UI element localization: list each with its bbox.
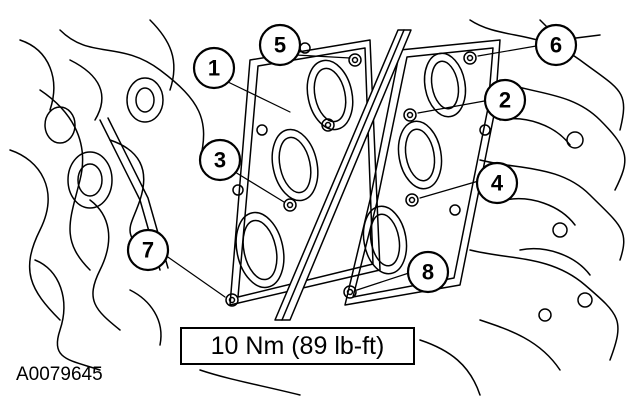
leader-lines <box>164 44 543 298</box>
callout-1-circle <box>192 46 236 90</box>
callout-2-label: 2 <box>499 88 511 113</box>
callout-6-circle <box>534 23 578 67</box>
callout-7-label: 7 <box>142 238 154 263</box>
torque-spec-box: 10 Nm (89 lb-ft) <box>180 327 415 365</box>
callout-1-label: 1 <box>208 56 220 81</box>
callout-4-label: 4 <box>491 171 504 196</box>
callout-7-circle <box>126 228 170 272</box>
callout-4-circle <box>475 161 519 205</box>
callout-markers <box>126 23 578 294</box>
callout-8-circle <box>406 250 450 294</box>
callout-2-circle <box>483 78 527 122</box>
center-rail <box>274 29 412 321</box>
callout-5-label: 5 <box>274 33 286 58</box>
callout-6-label: 6 <box>550 33 562 58</box>
torque-spec-text: 10 Nm (89 lb-ft) <box>210 331 385 360</box>
right-gasket-plate <box>344 39 501 306</box>
figure-id: A0079645 <box>16 364 103 385</box>
callout-3-label: 3 <box>214 148 226 173</box>
callout-3-circle <box>198 138 242 182</box>
bolt-heads <box>225 42 491 307</box>
callout-5-circle <box>258 23 302 67</box>
callout-8-label: 8 <box>422 260 434 285</box>
callout-labels: 1 2 3 4 5 6 7 8 <box>142 33 562 285</box>
